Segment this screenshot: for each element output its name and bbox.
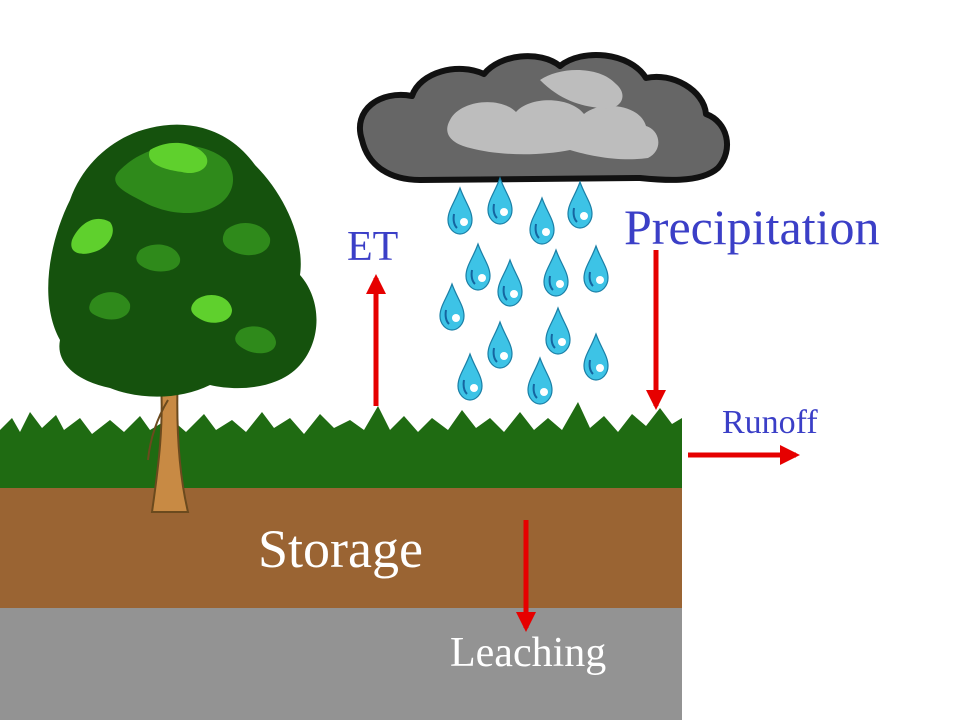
soil-layer [0,488,682,608]
raindrops [439,177,609,405]
raindrop-icon [567,181,593,229]
raindrop-icon [583,245,609,293]
raindrop-icon [545,307,571,355]
raindrop-icon [457,353,483,401]
leaching-label: Leaching [450,630,607,676]
raindrop-icon [487,177,513,225]
et-label: ET [347,224,399,270]
runoff-label: Runoff [722,404,818,441]
grass-layer [0,402,682,488]
storage-label: Storage [258,519,423,579]
precipitation-label: Precipitation [624,199,880,255]
raindrop-icon [529,197,555,245]
raindrop-icon [447,187,473,235]
raindrop-icon [497,259,523,307]
raindrop-icon [543,249,569,297]
raindrop-icon [583,333,609,381]
cloud-icon [357,52,730,183]
raindrop-icon [439,283,465,331]
tree-icon [48,124,317,513]
subsoil-layer [0,608,682,720]
raindrop-icon [465,243,491,291]
raindrop-icon [527,357,553,405]
raindrop-icon [487,321,513,369]
